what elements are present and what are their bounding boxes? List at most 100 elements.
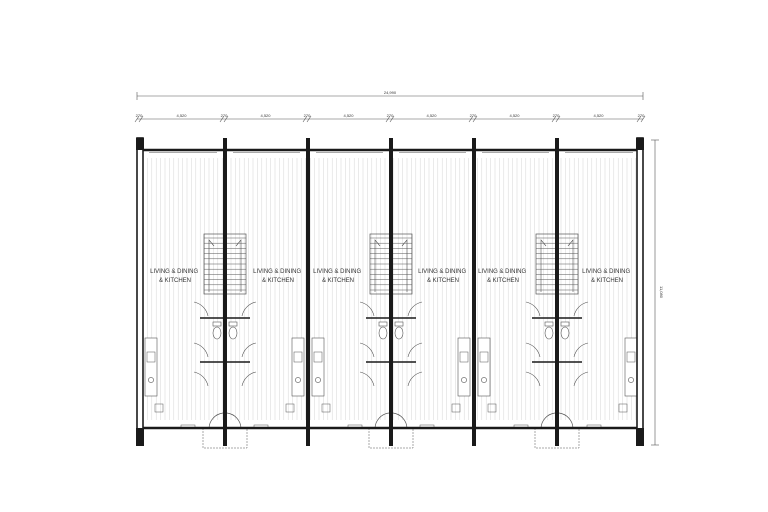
- room-label-line-1: LIVING & DINING: [478, 269, 526, 275]
- toilet: [212, 326, 222, 340]
- entry-door-swing: [558, 412, 574, 429]
- room-label-line-1: LIVING & DINING: [150, 269, 198, 275]
- room-label-line-2: & KITCHEN: [262, 278, 294, 284]
- cooktop-burner: [295, 377, 301, 383]
- segment-dimension-tick: [219, 115, 225, 123]
- door-swing: [241, 342, 257, 358]
- segment-dimension-tick: [223, 115, 229, 123]
- entry-door-swing: [540, 412, 556, 429]
- kitchen-sink: [459, 351, 469, 363]
- segment-dimension-label: 4,520: [260, 113, 271, 118]
- overall-width-dimension: 24,990: [136, 90, 644, 100]
- segment-dimension-tick: [385, 115, 391, 123]
- entry-door-swing: [374, 412, 390, 429]
- room-label-line-2: & KITCHEN: [591, 278, 623, 284]
- entry-door-swing: [208, 412, 224, 429]
- party-wall: [555, 138, 559, 446]
- segment-dimension-label: 270: [553, 113, 560, 118]
- toilet-cistern: [378, 321, 388, 327]
- room-label-unit-6: LIVING & DINING & KITCHEN: [582, 269, 632, 284]
- segment-dimension-tick: [551, 115, 557, 123]
- segment-dimension-tick: [389, 115, 395, 123]
- room-label-line-1: LIVING & DINING: [418, 269, 466, 275]
- door-swing: [573, 342, 589, 358]
- room-label-unit-5: LIVING & DINING & KITCHEN: [478, 269, 528, 284]
- toilet: [560, 326, 570, 340]
- segment-dimension-tick: [636, 115, 642, 123]
- kitchen-sink: [146, 351, 156, 363]
- door-swing: [407, 301, 423, 317]
- door-swing: [193, 301, 209, 317]
- segment-dimension-label: 4,520: [593, 113, 604, 118]
- floor-hatching: [142, 158, 637, 420]
- cooktop-burner: [148, 377, 154, 383]
- fridge-space: [618, 403, 628, 413]
- fridge-space: [451, 403, 461, 413]
- kitchen-bench: [477, 337, 491, 397]
- segment-dimension-tick: [134, 115, 140, 123]
- cooktop-burner: [481, 377, 487, 383]
- cooktop-burner: [315, 377, 321, 383]
- door-swing: [407, 342, 423, 358]
- room-label-line-2: & KITCHEN: [322, 278, 354, 284]
- door-swing: [359, 342, 375, 358]
- overall-depth-dimension: 11,080: [651, 139, 664, 446]
- segment-dimension-label: 4,520: [343, 113, 354, 118]
- segment-dimension-tick: [472, 115, 478, 123]
- door-swing: [573, 301, 589, 317]
- segment-dimension-label: 270: [638, 113, 645, 118]
- segment-dimension-label: 4,520: [509, 113, 520, 118]
- toilet-cistern: [212, 321, 222, 327]
- segment-dimension-tick: [555, 115, 561, 123]
- segment-dimension-chain: 270 4,520 270 4,520 270 4,520 270 4,520 270 4,520…: [134, 113, 646, 123]
- kitchen-bench: [144, 337, 158, 397]
- stair-arrow: [540, 239, 574, 292]
- segment-dimension-label: 270: [136, 113, 143, 118]
- fridge-space: [487, 403, 497, 413]
- fridge-space: [154, 403, 164, 413]
- corner-column: [636, 138, 644, 150]
- room-label-unit-2: LIVING & DINING & KITCHEN: [253, 269, 303, 284]
- kitchen-sink: [293, 351, 303, 363]
- room-label-line-1: LIVING & DINING: [313, 269, 361, 275]
- party-wall: [389, 138, 393, 446]
- party-wall: [472, 138, 476, 446]
- overall-depth-label: 11,080: [659, 286, 664, 299]
- kitchen-bench: [291, 337, 305, 397]
- overall-width-label: 24,990: [384, 90, 397, 95]
- toilet: [378, 326, 388, 340]
- door-swing: [407, 371, 423, 387]
- door-swing: [193, 342, 209, 358]
- fixtures: [144, 152, 638, 449]
- room-labels: LIVING & DINING & KITCHEN LIVING & DININ…: [150, 269, 632, 284]
- room-label-unit-4: LIVING & DINING & KITCHEN: [418, 269, 468, 284]
- walls: [136, 137, 644, 446]
- kitchen-sink: [626, 351, 636, 363]
- door-swing: [525, 371, 541, 387]
- segment-dimension-label: 270: [470, 113, 477, 118]
- toilet-cistern: [228, 321, 238, 327]
- room-label-line-2: & KITCHEN: [427, 278, 459, 284]
- segment-dimension-label: 4,520: [426, 113, 437, 118]
- door-swing: [241, 301, 257, 317]
- toilet-cistern: [560, 321, 570, 327]
- segment-dimension-label: 270: [304, 113, 311, 118]
- kitchen-bench: [457, 337, 471, 397]
- kitchen-sink: [479, 351, 489, 363]
- toilet: [544, 326, 554, 340]
- toilet-cistern: [544, 321, 554, 327]
- cooktop-burner: [461, 377, 467, 383]
- door-swing: [359, 371, 375, 387]
- left-end-wall: [136, 137, 144, 444]
- segment-dimension-label: 4,520: [176, 113, 187, 118]
- toilet-cistern: [394, 321, 404, 327]
- door-swing: [241, 371, 257, 387]
- segment-dimension-tick: [302, 115, 308, 123]
- door-swing: [359, 301, 375, 317]
- toilet: [228, 326, 238, 340]
- party-wall: [223, 138, 227, 446]
- segment-dimension-label: 270: [387, 113, 394, 118]
- door-swing: [525, 301, 541, 317]
- door-swing: [525, 342, 541, 358]
